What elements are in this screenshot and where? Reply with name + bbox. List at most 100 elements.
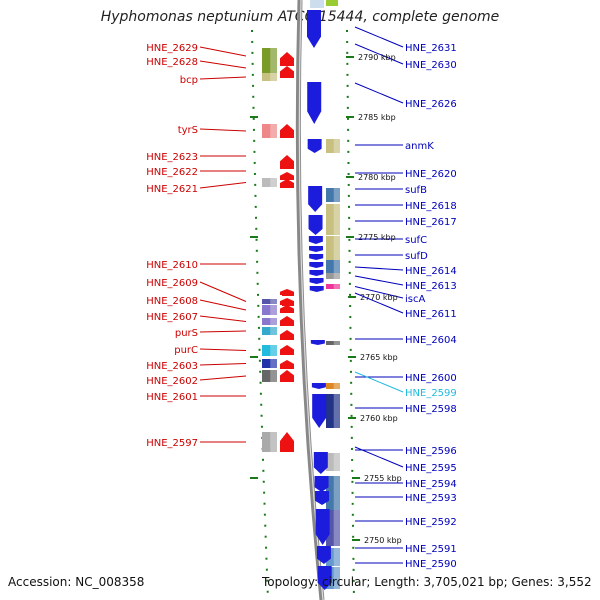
topology-text: Topology: circular; Length: 3,705,021 bp… bbox=[262, 575, 592, 589]
left-gene-label[interactable]: HNE_2608 bbox=[146, 296, 198, 307]
right-gene-label[interactable]: HNE_2604 bbox=[405, 335, 457, 346]
right-gene-label[interactable]: HNE_2617 bbox=[405, 217, 457, 228]
kbp-label: 2790 kbp bbox=[358, 53, 396, 62]
left-gene-block bbox=[262, 305, 277, 315]
right-gene-block-shade bbox=[333, 341, 340, 345]
left-gene-label[interactable]: HNE_2597 bbox=[146, 438, 198, 449]
right-gene-label[interactable]: HNE_2593 bbox=[405, 493, 457, 504]
forward-gene-arrow bbox=[282, 290, 294, 296]
left-gene-block-shade bbox=[270, 305, 277, 315]
right-gene-label[interactable]: sufD bbox=[405, 251, 428, 262]
right-gene-block bbox=[326, 394, 340, 428]
right-gene-label[interactable]: HNE_2613 bbox=[405, 281, 457, 292]
forward-gene-arrow bbox=[280, 345, 294, 355]
right-gene-label[interactable]: sufC bbox=[405, 235, 427, 246]
left-gene-label[interactable]: HNE_2607 bbox=[146, 312, 198, 323]
left-gene-block bbox=[262, 327, 277, 335]
left-gene-label[interactable]: HNE_2603 bbox=[146, 361, 198, 372]
left-gene-label[interactable]: HNE_2622 bbox=[146, 167, 198, 178]
left-gene-leader bbox=[199, 46, 247, 57]
left-gene-block bbox=[262, 318, 277, 325]
right-gene-block-shade bbox=[333, 394, 340, 428]
right-gene-block bbox=[326, 139, 340, 153]
left-gene-label[interactable]: purS bbox=[175, 328, 198, 339]
right-gene-label[interactable]: HNE_2600 bbox=[405, 373, 457, 384]
left-gene-label[interactable]: HNE_2621 bbox=[146, 184, 198, 195]
right-gene-label[interactable]: HNE_2631 bbox=[405, 43, 457, 54]
right-gene-leader bbox=[354, 446, 404, 468]
left-gene-label[interactable]: purC bbox=[174, 345, 198, 356]
kbp-label: 2760 kbp bbox=[360, 414, 398, 423]
left-gene-label[interactable]: bcp bbox=[180, 75, 198, 86]
right-gene-label[interactable]: HNE_2599 bbox=[405, 388, 457, 399]
forward-gene-arrow bbox=[280, 360, 294, 369]
left-gene-label[interactable]: HNE_2602 bbox=[146, 376, 198, 387]
left-gene-label[interactable]: HNE_2623 bbox=[146, 152, 198, 163]
left-gene-block-shade bbox=[270, 63, 277, 73]
left-gene-block-shade bbox=[270, 178, 277, 187]
left-gene-label[interactable]: HNE_2629 bbox=[146, 43, 198, 54]
right-gene-label[interactable]: iscA bbox=[405, 294, 425, 305]
left-gene-block bbox=[262, 345, 277, 356]
reverse-gene-arrow bbox=[309, 270, 324, 276]
kbp-label: 2780 kbp bbox=[358, 173, 396, 182]
kbp-label: 2755 kbp bbox=[364, 474, 402, 483]
left-gene-label[interactable]: HNE_2628 bbox=[146, 57, 198, 68]
left-gene-block bbox=[262, 299, 277, 304]
right-gene-label[interactable]: HNE_2596 bbox=[405, 446, 457, 457]
left-gene-block-shade bbox=[270, 73, 277, 81]
right-gene-label[interactable]: HNE_2618 bbox=[405, 201, 457, 212]
right-gene-block bbox=[326, 188, 340, 202]
right-gene-label[interactable]: anmK bbox=[405, 141, 434, 152]
right-gene-label[interactable]: HNE_2620 bbox=[405, 169, 457, 180]
right-gene-block-shade bbox=[333, 567, 340, 589]
left-gene-leader bbox=[199, 375, 247, 381]
right-gene-label[interactable]: HNE_2590 bbox=[405, 559, 457, 570]
forward-gene-arrow bbox=[280, 316, 294, 326]
right-gene-block bbox=[326, 284, 340, 289]
right-gene-label[interactable]: HNE_2595 bbox=[405, 463, 457, 474]
right-gene-label[interactable]: HNE_2626 bbox=[405, 99, 457, 110]
right-gene-label[interactable]: HNE_2611 bbox=[405, 309, 457, 320]
reverse-gene-arrow bbox=[315, 491, 330, 505]
right-gene-block-shade bbox=[333, 548, 340, 566]
forward-gene-arrow bbox=[280, 66, 294, 78]
left-gene-leader bbox=[199, 299, 247, 311]
partial-gene-top-1 bbox=[310, 0, 324, 8]
right-gene-label[interactable]: sufB bbox=[405, 185, 427, 196]
partial-gene-top-2 bbox=[326, 0, 338, 6]
right-gene-label[interactable]: HNE_2591 bbox=[405, 544, 457, 555]
forward-gene-arrow bbox=[280, 124, 294, 138]
left-gene-label[interactable]: HNE_2610 bbox=[146, 260, 198, 271]
right-gene-leader bbox=[354, 371, 404, 393]
left-gene-label[interactable]: HNE_2601 bbox=[146, 392, 198, 403]
reverse-gene-arrow bbox=[308, 186, 323, 212]
right-gene-label[interactable]: HNE_2598 bbox=[405, 404, 457, 415]
reverse-gene-arrow bbox=[307, 139, 322, 153]
left-gene-block-shade bbox=[270, 48, 277, 64]
right-gene-block-shade bbox=[333, 139, 340, 153]
reverse-gene-arrow bbox=[308, 236, 323, 244]
kbp-label: 2785 kbp bbox=[358, 113, 396, 122]
reverse-gene-arrow bbox=[316, 546, 331, 564]
left-gene-leader bbox=[199, 128, 247, 132]
left-gene-label[interactable]: tyrS bbox=[178, 125, 198, 136]
left-gene-block-shade bbox=[270, 318, 277, 325]
left-gene-label[interactable]: HNE_2609 bbox=[146, 278, 198, 289]
right-gene-label[interactable]: HNE_2594 bbox=[405, 479, 457, 490]
right-gene-label[interactable]: HNE_2630 bbox=[405, 60, 457, 71]
right-gene-leader bbox=[354, 292, 404, 314]
forward-gene-arrow bbox=[280, 330, 294, 340]
reverse-gene-arrow bbox=[317, 566, 332, 590]
right-gene-leader bbox=[354, 286, 404, 299]
kbp-label: 2765 kbp bbox=[360, 353, 398, 362]
left-gene-leader bbox=[199, 281, 247, 302]
right-gene-label[interactable]: HNE_2614 bbox=[405, 266, 457, 277]
right-gene-block bbox=[326, 476, 340, 498]
right-gene-label[interactable]: HNE_2592 bbox=[405, 517, 457, 528]
left-gene-block bbox=[262, 432, 277, 452]
forward-gene-arrow bbox=[280, 52, 294, 66]
right-gene-block bbox=[326, 453, 340, 471]
left-gene-block-shade bbox=[270, 370, 277, 382]
